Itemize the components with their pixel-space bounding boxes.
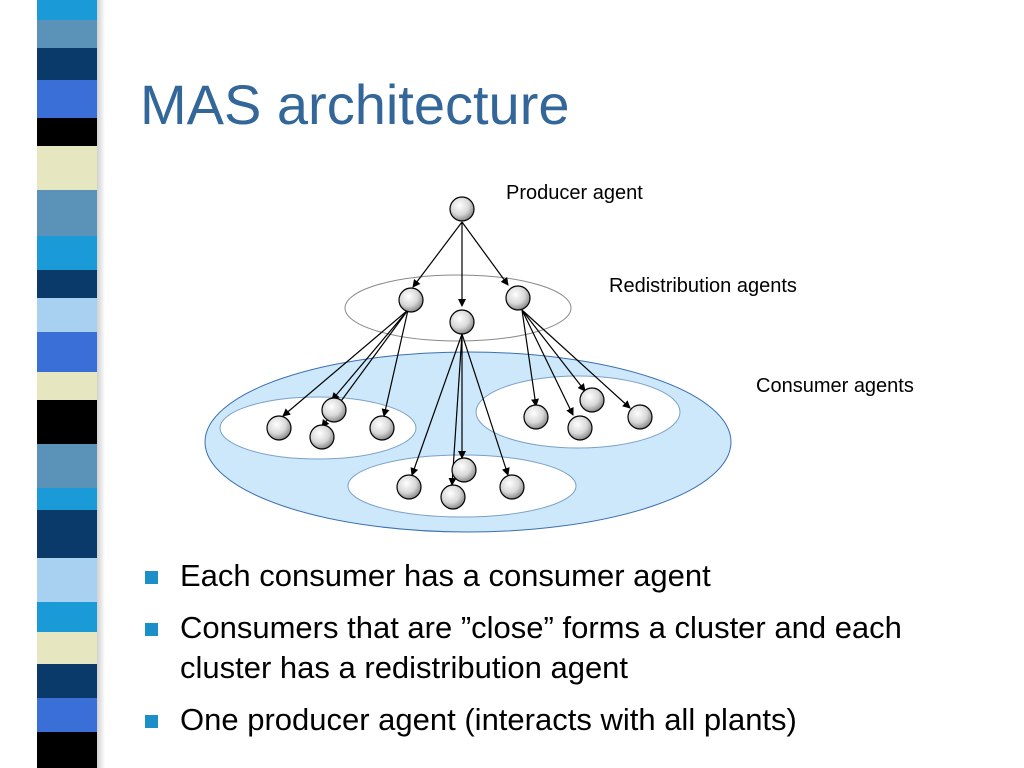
- consumer-agent-node: [451, 457, 477, 483]
- consumer-agent-node: [369, 415, 395, 441]
- consumer-agent-node: [523, 404, 549, 430]
- bullet-square-icon: [145, 571, 158, 584]
- consumer-agent-node: [440, 484, 466, 510]
- redistribution-agent-node: [449, 309, 475, 335]
- redistribution-agent-node: [505, 285, 531, 311]
- strip-shadow: [97, 0, 105, 768]
- consumer-agent-node: [627, 404, 653, 430]
- bullet-item: Consumers that are ”close” forms a clust…: [145, 608, 995, 688]
- consumer-agent-node: [321, 397, 347, 423]
- consumer-agent-node: [579, 387, 605, 413]
- consumer-agent-node: [266, 415, 292, 441]
- decorative-side-strip: [37, 0, 97, 768]
- producer-arrows: [412, 221, 509, 307]
- consumer-agent-node: [309, 424, 335, 450]
- center-redistribution-arrows: [410, 333, 510, 486]
- bullet-list: Each consumer has a consumer agent Consu…: [145, 556, 995, 752]
- bullet-text: One producer agent (interacts with all p…: [180, 702, 797, 737]
- bullet-text: Consumers that are ”close” forms a clust…: [180, 610, 902, 685]
- agents: [266, 196, 653, 510]
- bullet-square-icon: [145, 715, 158, 728]
- redistribution-agent-node: [398, 287, 424, 313]
- consumer-agent-node: [396, 474, 422, 500]
- right-redistribution-arrows: [521, 309, 631, 416]
- bullet-item: One producer agent (interacts with all p…: [145, 700, 995, 740]
- slide-title: MAS architecture: [140, 73, 570, 136]
- cluster-right: [475, 375, 681, 449]
- bullet-square-icon: [145, 623, 158, 636]
- bullet-item: Each consumer has a consumer agent: [145, 556, 995, 596]
- consumer-agent-node: [567, 415, 593, 441]
- producer-agent-node: [449, 196, 475, 222]
- redistribution-agents-label: Redistribution agents: [609, 275, 797, 297]
- consumer-agent-node: [499, 474, 525, 500]
- consumer-agents-label: Consumer agents: [756, 375, 914, 397]
- bullet-text: Each consumer has a consumer agent: [180, 558, 711, 593]
- producer-agent-label: Producer agent: [506, 182, 643, 204]
